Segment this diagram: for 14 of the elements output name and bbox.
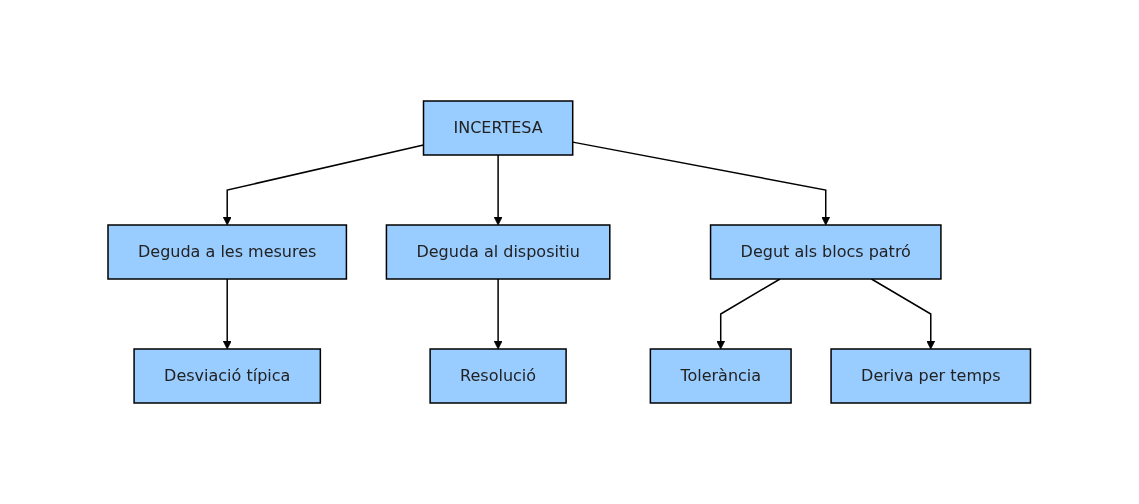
arrow bbox=[572, 141, 831, 226]
node-box: Deriva per temps bbox=[830, 348, 1032, 404]
node-box: Deguda al dispositiu bbox=[385, 224, 611, 280]
arrow bbox=[223, 278, 232, 350]
arrow bbox=[493, 278, 503, 350]
node-box: Tolerància bbox=[649, 348, 793, 404]
node-box: Desviació típica bbox=[133, 348, 322, 404]
arrow bbox=[716, 278, 781, 350]
arrow bbox=[871, 278, 936, 350]
node-box: Deguda a les mesures bbox=[107, 224, 348, 280]
arrow bbox=[493, 154, 503, 226]
node-box: Degut als blocs patró bbox=[710, 224, 942, 280]
node-box: INCERTESA bbox=[423, 100, 574, 156]
node-box: Resolució bbox=[429, 348, 568, 404]
